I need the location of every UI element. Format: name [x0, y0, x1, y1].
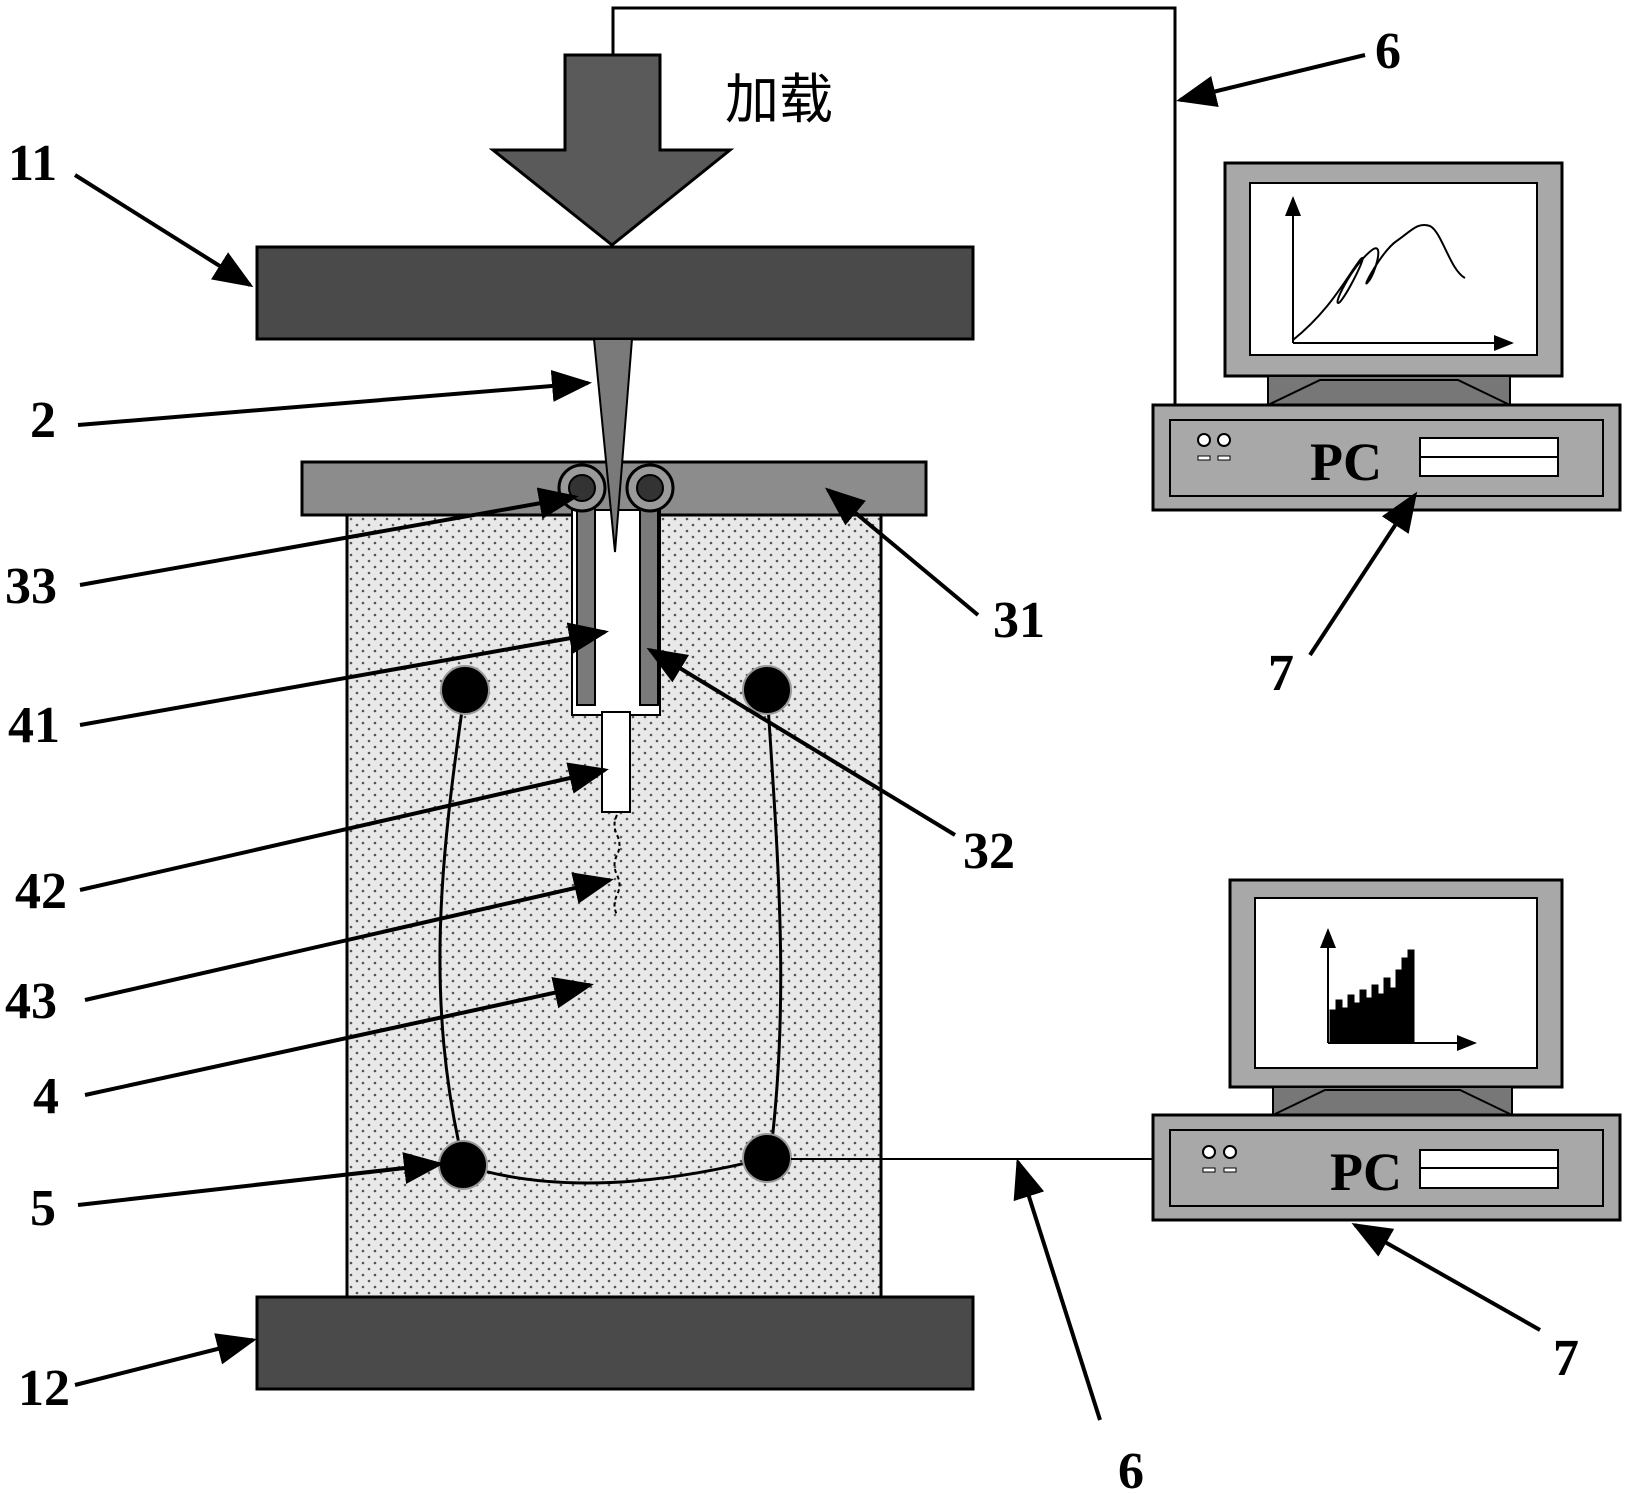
leader-7-top: [1310, 495, 1415, 655]
callout-5: 5: [30, 1180, 56, 1237]
computer-bottom: PC: [1153, 880, 1620, 1220]
pc-bottom-led-2: [1224, 1146, 1236, 1158]
pc-bottom-slot-2: [1224, 1168, 1236, 1172]
sensor-top-right: [743, 666, 791, 714]
leader-11: [75, 175, 250, 285]
guide-tube-left: [577, 495, 595, 705]
computer-top: PC: [1153, 163, 1620, 510]
pc-top-slot-1: [1198, 456, 1210, 460]
callout-11: 11: [8, 135, 57, 192]
callout-41: 41: [8, 697, 60, 754]
pc-bottom-label: PC: [1330, 1142, 1402, 1202]
top-platen: [257, 247, 973, 339]
callout-6-top: 6: [1375, 23, 1401, 80]
callout-33: 33: [5, 558, 57, 615]
notch: [602, 712, 630, 812]
guide-ring-right-core: [637, 475, 663, 501]
callout-6-bottom: 6: [1118, 1443, 1144, 1494]
callout-43: 43: [5, 973, 57, 1030]
leader-12: [75, 1340, 253, 1385]
callout-2: 2: [30, 392, 56, 449]
callout-31: 31: [993, 592, 1045, 649]
pc-top-label: PC: [1310, 432, 1382, 492]
pc-top-led-2: [1218, 434, 1230, 446]
leader-6-top: [1180, 55, 1365, 100]
monitor-bottom-stand: [1273, 1087, 1512, 1115]
cable-top-wire: [613, 8, 1175, 405]
callout-32: 32: [963, 823, 1015, 880]
pc-top-slot-2: [1218, 456, 1230, 460]
sensor-top-left: [441, 666, 489, 714]
sensor-bottom-right: [743, 1134, 791, 1182]
pc-bottom-led-1: [1203, 1146, 1215, 1158]
leader-2: [78, 383, 588, 425]
pc-bottom-slot-1: [1203, 1168, 1215, 1172]
callout-7-top: 7: [1268, 645, 1294, 702]
callout-12: 12: [18, 1360, 70, 1417]
callout-7-bottom: 7: [1553, 1330, 1579, 1387]
callout-42: 42: [15, 863, 67, 920]
callout-4: 4: [33, 1068, 59, 1125]
load-label: 加载: [725, 68, 833, 131]
leader-6-bottom: [1018, 1162, 1100, 1420]
bottom-platen: [257, 1297, 973, 1389]
load-arrow: [493, 55, 730, 245]
pc-top-led-1: [1198, 434, 1210, 446]
leader-7-bottom: [1355, 1225, 1540, 1330]
guide-tube-right: [640, 495, 658, 705]
sensor-bottom-left: [439, 1141, 487, 1189]
